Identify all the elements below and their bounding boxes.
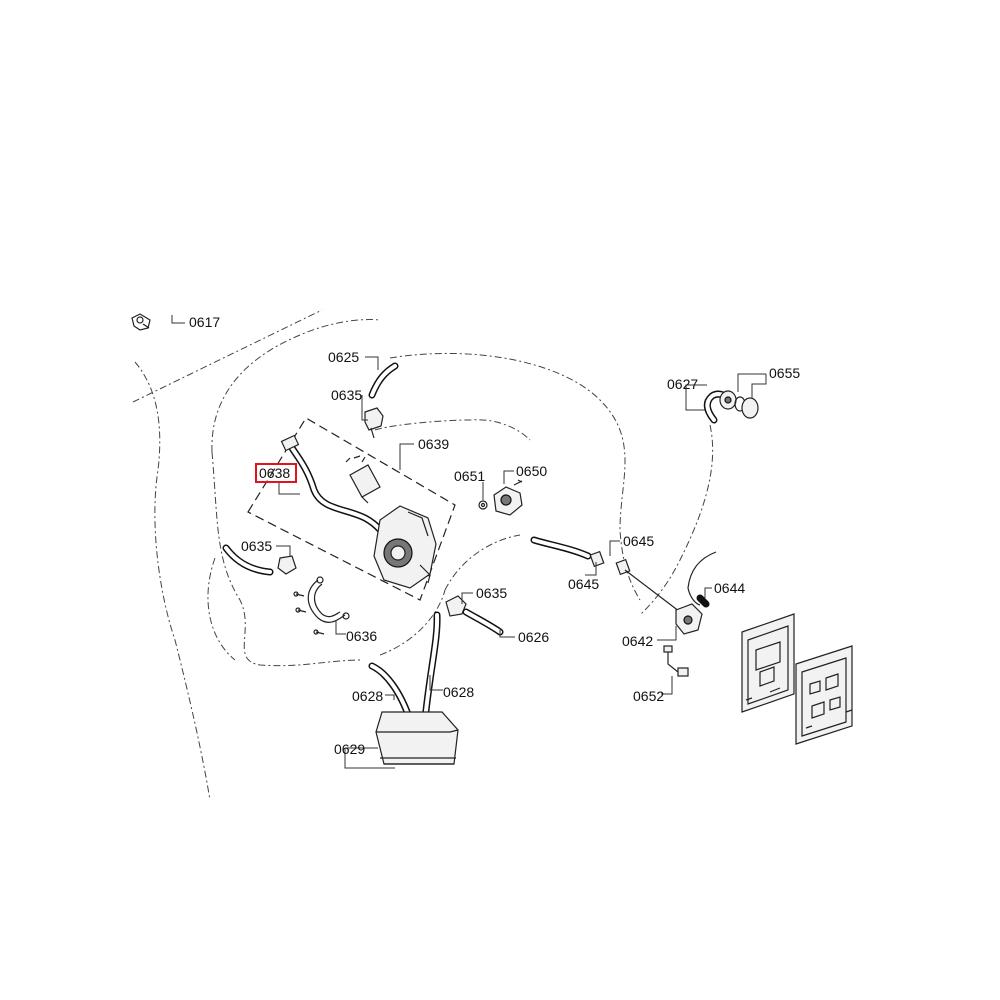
part-0635-clip-right xyxy=(445,595,467,617)
dashed-routing-lines xyxy=(132,309,714,801)
part-0636-bracket xyxy=(293,576,350,635)
part-0645-fitting-a xyxy=(589,550,605,568)
label-0639[interactable]: 0639 xyxy=(418,436,449,452)
leader-lines xyxy=(171,315,767,769)
part-0655-valve xyxy=(719,390,759,419)
part-0644-hose xyxy=(687,551,717,608)
part-0635-hose-left xyxy=(222,544,297,576)
part-control-board-front xyxy=(795,645,853,745)
label-0629[interactable]: 0629 xyxy=(334,741,365,757)
part-0650-bracket xyxy=(493,479,523,516)
label-0642[interactable]: 0642 xyxy=(622,633,653,649)
label-0617[interactable]: 0617 xyxy=(189,314,220,330)
part-0626-hose xyxy=(462,608,504,636)
highlight-box-0638 xyxy=(255,463,297,483)
part-0635-clip-top xyxy=(364,407,384,439)
label-0645-upper[interactable]: 0645 xyxy=(623,533,654,549)
label-0626[interactable]: 0626 xyxy=(518,629,549,645)
part-0617-clip xyxy=(131,313,151,331)
label-0651[interactable]: 0651 xyxy=(454,468,485,484)
part-0628-hose-right xyxy=(421,611,441,724)
label-0627[interactable]: 0627 xyxy=(667,376,698,392)
label-0635-left[interactable]: 0635 xyxy=(241,538,272,554)
label-0655[interactable]: 0655 xyxy=(769,365,800,381)
label-0636[interactable]: 0636 xyxy=(346,628,377,644)
label-0650[interactable]: 0650 xyxy=(516,463,547,479)
label-0625[interactable]: 0625 xyxy=(328,349,359,365)
pump-body xyxy=(373,505,437,589)
label-0635-right[interactable]: 0635 xyxy=(476,585,507,601)
part-labels: 0617 0625 0635 0639 0638 0651 0650 0627 … xyxy=(189,314,800,757)
part-0642-valve xyxy=(675,603,703,635)
part-control-board-back xyxy=(741,613,795,713)
label-0628-left[interactable]: 0628 xyxy=(352,688,383,704)
label-0645-lower[interactable]: 0645 xyxy=(568,576,599,592)
part-0625-hose xyxy=(368,362,399,399)
part-0652-connector xyxy=(663,645,689,677)
part-0629-reservoir xyxy=(375,711,459,765)
label-0652[interactable]: 0652 xyxy=(633,688,664,704)
part-hose-center xyxy=(530,536,592,560)
part-0651-washer xyxy=(478,500,488,510)
label-0638[interactable]: 0638 xyxy=(259,465,290,481)
label-0635-top[interactable]: 0635 xyxy=(331,387,362,403)
label-0644[interactable]: 0644 xyxy=(714,580,745,596)
part-0639-motor xyxy=(345,455,381,504)
label-0628-right[interactable]: 0628 xyxy=(443,684,474,700)
